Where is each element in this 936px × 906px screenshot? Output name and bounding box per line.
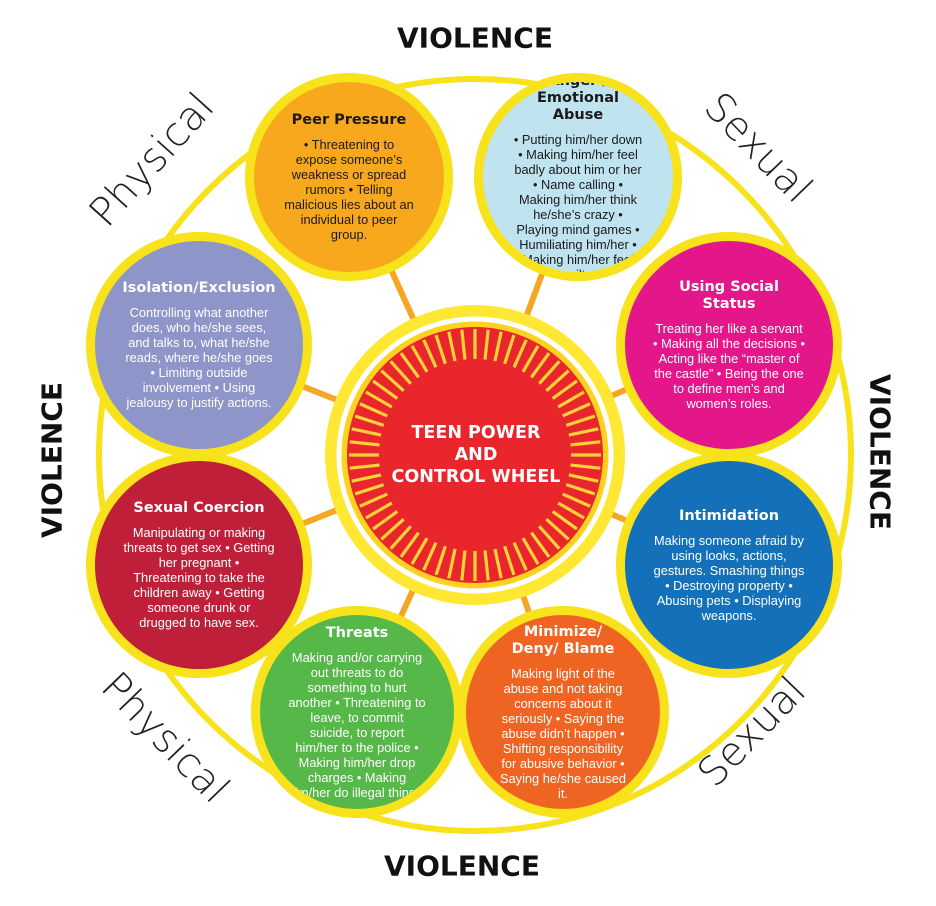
- hub-ray: [568, 473, 599, 483]
- segment-body: Controlling what another does, who he/sh…: [125, 305, 273, 410]
- violence-label-left: VIOLENCE: [35, 382, 69, 538]
- hub-ray: [551, 510, 578, 531]
- hub-ray: [359, 402, 388, 418]
- segment-anger-emotional-abuse: Anger / Emotional Abuse • Putting him/her…: [474, 73, 682, 281]
- hub-ray: [372, 510, 399, 531]
- hub-ray: [538, 360, 561, 385]
- hub-ray: [565, 414, 596, 427]
- violence-label-top: VIOLENCE: [397, 21, 553, 55]
- segment-title: Isolation/Exclusion: [122, 280, 276, 296]
- hub-ray: [530, 352, 551, 379]
- hub-ray: [562, 492, 591, 508]
- segment-body: Manipulating or making threats to get se…: [123, 525, 275, 630]
- segment-title: Minimize/ Deny/ Blame: [511, 623, 615, 657]
- hub-ray: [410, 345, 429, 373]
- hub-ray: [410, 537, 429, 565]
- center-title: TEEN POWER AND CONTROL WHEEL: [391, 423, 561, 487]
- segment-title: Using Social Status: [679, 279, 779, 312]
- hub-ray: [568, 427, 599, 437]
- hub-ray: [512, 339, 528, 368]
- hub-center: [381, 361, 569, 549]
- hub-ray: [422, 339, 438, 368]
- hub-ray: [389, 525, 412, 550]
- hub-ray: [503, 545, 516, 576]
- hub-ray: [354, 414, 385, 427]
- segment-title: Sexual Coercion: [133, 500, 265, 516]
- segment-body: Treating her like a servant • Making all…: [653, 321, 805, 411]
- hub-ray: [399, 531, 420, 558]
- hub-ray: [562, 402, 591, 418]
- segment-title: Threats: [325, 624, 389, 641]
- hub-ray: [351, 473, 382, 483]
- hub-ray: [434, 545, 447, 576]
- hub-ray: [422, 542, 438, 571]
- hub-ray: [351, 427, 382, 437]
- segment-title: Anger / Emotional Abuse: [537, 73, 619, 123]
- hub-ray: [389, 360, 412, 385]
- hub-ray: [503, 334, 516, 365]
- hub-ray: [460, 329, 467, 360]
- hub-ray: [557, 501, 585, 520]
- hub-ray: [493, 331, 503, 362]
- hub-ray: [565, 483, 596, 496]
- hub-ray: [557, 390, 585, 409]
- hub-ray: [545, 369, 570, 392]
- outer-ring: [96, 76, 854, 834]
- hub-ray: [530, 531, 551, 558]
- hub-ray: [512, 542, 528, 571]
- segment-title: Intimidation: [678, 507, 780, 524]
- hub-ray: [521, 345, 540, 373]
- hub-ray: [483, 329, 490, 360]
- hub-ray: [570, 463, 601, 470]
- hub-ray: [493, 548, 503, 579]
- hub-ray: [349, 463, 380, 470]
- hub-rays: [349, 329, 601, 581]
- violence-label-bottom: VIOLENCE: [384, 849, 540, 883]
- violence-label-right: VIOLENCE: [863, 374, 897, 530]
- hub-ray: [380, 369, 405, 392]
- segment-title: Peer Pressure: [291, 112, 407, 128]
- hub-ray: [359, 492, 388, 508]
- hub-ray: [447, 548, 457, 579]
- hub-ray: [399, 352, 420, 379]
- hub-ray: [521, 537, 540, 565]
- segment-body: • Threatening to expose someone’s weakne…: [284, 137, 414, 242]
- hub-ray: [570, 440, 601, 447]
- hub-ray: [447, 331, 457, 362]
- hub-ray: [354, 483, 385, 496]
- hub-ray: [483, 550, 490, 581]
- hub-ray: [365, 390, 393, 409]
- hub-ray: [380, 518, 405, 541]
- hub-ray: [460, 550, 467, 581]
- hub-ray: [349, 440, 380, 447]
- segment-body: • Putting him/her down • Making him/her …: [513, 131, 643, 281]
- hub-ray: [372, 379, 399, 400]
- hub-ray: [434, 334, 447, 365]
- hub-ray: [538, 525, 561, 550]
- hub-ray: [545, 518, 570, 541]
- segment-body: Making someone afraid by using looks, ac…: [653, 532, 805, 623]
- segment-body: Making light of the abuse and not taking…: [500, 665, 626, 801]
- segment-body: Making and/or carrying out threats to do…: [288, 649, 426, 800]
- segment-peer-pressure: Peer Pressure • Threatening to expose som…: [245, 73, 453, 281]
- hub-ray: [365, 501, 393, 520]
- hub-ray: [551, 379, 578, 400]
